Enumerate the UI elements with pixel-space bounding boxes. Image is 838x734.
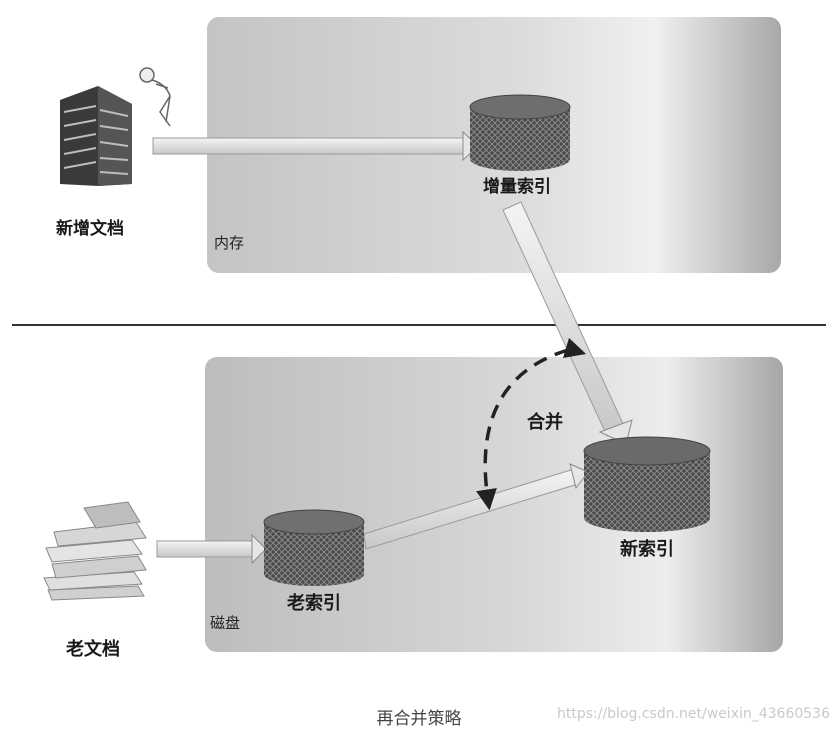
new-index-cylinder — [583, 436, 711, 532]
new-documents-label: 新增文档 — [56, 218, 124, 239]
old-documents-label: 老文档 — [66, 638, 120, 660]
old-documents-icon — [43, 501, 147, 601]
new-index-label: 新索引 — [620, 538, 674, 560]
person-figure-icon — [139, 67, 171, 127]
merge-dashed-arc — [476, 348, 569, 511]
merge-label: 合并 — [527, 411, 563, 433]
watermark-url: https://blog.csdn.net/weixin_43660536 — [556, 706, 830, 722]
arrow-olddocs-to-oldindex — [156, 533, 267, 565]
old-index-cylinder — [263, 509, 365, 586]
incremental-index-cylinder — [469, 94, 571, 171]
new-documents-icon — [60, 86, 132, 186]
disk-panel-label: 磁盘 — [210, 614, 240, 632]
old-index-label: 老索引 — [287, 592, 341, 614]
arrow-oldindex-to-newindex — [363, 463, 589, 550]
figure-caption: 再合并策略 — [376, 709, 462, 729]
merge-dashed-arc-start-head — [562, 337, 587, 359]
arrow-newdocs-to-incremental — [152, 130, 479, 162]
incremental-index-label: 增量索引 — [483, 176, 551, 197]
memory-panel-label: 内存 — [214, 234, 244, 252]
